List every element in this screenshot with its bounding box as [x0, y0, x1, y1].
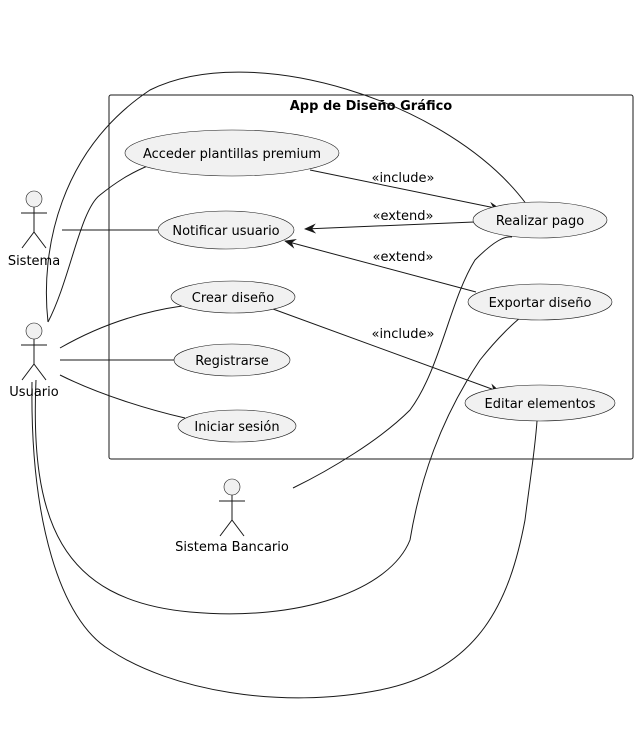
usecase-label: Notificar usuario	[172, 224, 279, 239]
usecase-exportar-diseno[interactable]: Exportar diseño	[467, 283, 613, 321]
usecase-label: Registrarse	[195, 354, 269, 369]
assoc-usuario-iniciar	[59, 374, 186, 419]
system-title: App de Diseño Gráfico	[290, 99, 453, 114]
actor-leg-right	[231, 519, 245, 537]
actor-leg-left	[21, 363, 35, 381]
label-extend-exportar-notificar: «extend»	[373, 250, 434, 265]
actor-head	[25, 322, 43, 340]
label-extend-pago-notificar: «extend»	[373, 209, 434, 224]
assoc-usuario-pago	[45, 71, 528, 323]
include-crear-editar	[272, 308, 501, 393]
actor-usuario-label: Usuario	[9, 385, 58, 400]
extend-exportar-notificar	[284, 239, 477, 293]
actor-sistema-bancario[interactable]: Sistema Bancario	[175, 478, 289, 555]
usecase-label: Exportar diseño	[489, 296, 592, 311]
usecase-realizar-pago[interactable]: Realizar pago	[472, 201, 608, 239]
actor-head	[223, 478, 241, 496]
usecase-label: Editar elementos	[485, 397, 596, 412]
assoc-usuario-acceder	[47, 164, 151, 323]
usecase-crear-diseno[interactable]: Crear diseño	[170, 280, 296, 314]
usecase-iniciar-sesion[interactable]: Iniciar sesión	[177, 409, 297, 443]
include-acceder-pago	[309, 169, 501, 212]
actor-leg-left	[21, 231, 35, 249]
usecase-label: Crear diseño	[192, 291, 274, 306]
actor-leg-right	[33, 363, 47, 381]
usecase-label: Iniciar sesión	[194, 420, 279, 435]
actor-sistema[interactable]: Sistema	[8, 190, 60, 269]
actor-sistema-label: Sistema	[8, 254, 60, 269]
actor-head	[25, 190, 43, 208]
actor-sistema-bancario-label: Sistema Bancario	[175, 540, 289, 555]
usecase-registrarse[interactable]: Registrarse	[173, 343, 291, 377]
actor-usuario[interactable]: Usuario	[9, 322, 59, 400]
usecase-label: Realizar pago	[496, 214, 584, 229]
actor-leg-left	[219, 519, 233, 537]
label-include-crear-editar: «include»	[371, 327, 434, 342]
usecase-notificar-usuario[interactable]: Notificar usuario	[157, 210, 295, 250]
extend-pago-notificar	[304, 221, 475, 234]
assoc-usuario-editar	[31, 381, 538, 699]
actor-leg-right	[33, 231, 47, 249]
usecase-editar-elementos[interactable]: Editar elementos	[464, 384, 616, 422]
system-boundary	[108, 94, 634, 460]
usecase-label: Acceder plantillas premium	[143, 147, 321, 162]
assoc-usuario-exportar	[34, 317, 521, 615]
label-include-acceder-pago: «include»	[371, 171, 434, 186]
assoc-usuario-crear	[59, 305, 183, 349]
usecase-acceder-plantillas[interactable]: Acceder plantillas premium	[124, 129, 340, 177]
assoc-bancario-pago	[292, 236, 513, 489]
